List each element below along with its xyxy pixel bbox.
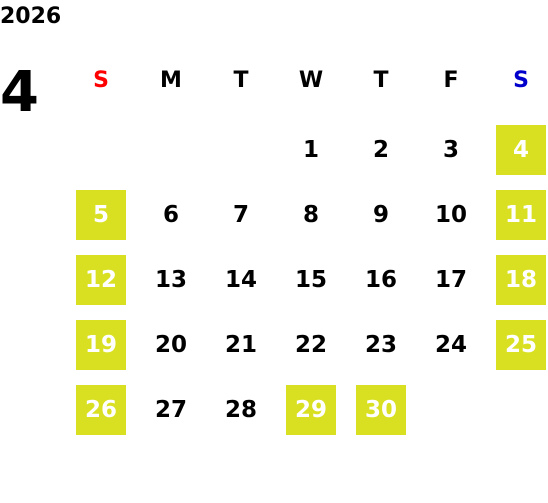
day-cell[interactable]: 5 [76, 190, 126, 240]
day-cell[interactable]: 23 [364, 332, 397, 358]
day-cell[interactable]: 18 [496, 255, 546, 305]
day-cell[interactable]: 22 [294, 332, 327, 358]
empty-day-cell [426, 385, 476, 435]
day-cell[interactable]: 13 [154, 267, 187, 293]
weekday-sunday: S [93, 67, 109, 93]
day-cell[interactable]: 20 [154, 332, 187, 358]
day-cell[interactable]: 16 [364, 267, 397, 293]
day-cell[interactable]: 15 [294, 267, 327, 293]
day-cell[interactable]: 30 [356, 385, 406, 435]
week-row-1: 1 2 3 4 [76, 125, 546, 190]
weekday-header-row: S M T W T F S [76, 55, 546, 125]
empty-day-cell [146, 125, 196, 175]
day-cell[interactable]: 2 [372, 137, 389, 163]
weekday-thursday: T [373, 67, 389, 93]
week-row-3: 12 13 14 15 16 17 18 [76, 255, 546, 320]
day-cell[interactable]: 19 [76, 320, 126, 370]
day-cell[interactable]: 4 [496, 125, 546, 175]
week-row-5: 26 27 28 29 30 [76, 385, 546, 450]
day-cell[interactable]: 27 [154, 397, 187, 423]
day-cell[interactable]: 25 [496, 320, 546, 370]
week-row-4: 19 20 21 22 23 24 25 [76, 320, 546, 385]
day-cell[interactable]: 1 [302, 137, 319, 163]
week-row-2: 5 6 7 8 9 10 11 [76, 190, 546, 255]
day-cell[interactable]: 10 [434, 202, 467, 228]
day-cell[interactable]: 17 [434, 267, 467, 293]
day-cell[interactable]: 24 [434, 332, 467, 358]
weekday-tuesday: T [233, 67, 249, 93]
day-cell[interactable]: 29 [286, 385, 336, 435]
empty-day-cell [216, 125, 266, 175]
day-cell[interactable]: 9 [372, 202, 389, 228]
day-cell[interactable]: 12 [76, 255, 126, 305]
weekday-monday: M [160, 67, 182, 93]
month-number: 4 [0, 60, 39, 125]
weekday-saturday: S [513, 67, 529, 93]
weekday-friday: F [443, 67, 459, 93]
weekday-wednesday: W [298, 67, 324, 93]
day-cell[interactable]: 11 [496, 190, 546, 240]
day-cell[interactable]: 7 [232, 202, 249, 228]
day-cell[interactable]: 8 [302, 202, 319, 228]
empty-day-cell [76, 125, 126, 175]
day-cell[interactable]: 3 [442, 137, 459, 163]
day-cell[interactable]: 14 [224, 267, 257, 293]
day-cell[interactable]: 26 [76, 385, 126, 435]
day-cell[interactable]: 6 [162, 202, 179, 228]
day-cell[interactable]: 21 [224, 332, 257, 358]
calendar-grid: S M T W T F S 1 2 3 4 5 6 7 8 9 10 11 12… [76, 55, 546, 450]
day-cell[interactable]: 28 [224, 397, 257, 423]
year-label: 2026 [0, 4, 62, 29]
empty-day-cell [496, 385, 546, 435]
